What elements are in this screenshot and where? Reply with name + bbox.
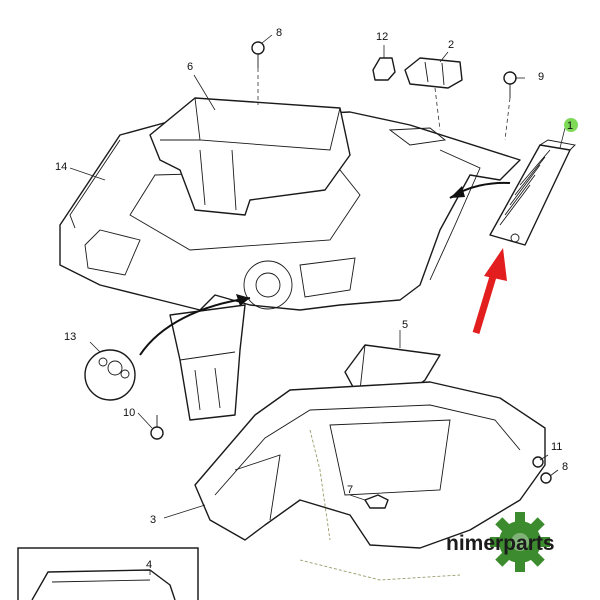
part-8-screw-top <box>251 41 265 68</box>
assembly-arrows <box>139 181 511 356</box>
callout-9: 9 <box>538 71 544 83</box>
callout-8-top: 8 <box>276 27 282 39</box>
part-6-shroud <box>149 97 351 216</box>
part-8-screw-right <box>540 472 552 484</box>
callout-12: 12 <box>376 31 388 43</box>
part-9-screw <box>503 71 517 98</box>
part-11-clip <box>532 456 544 468</box>
column-support <box>169 304 246 421</box>
callout-2: 2 <box>448 39 454 51</box>
part-2-retainer <box>404 57 463 89</box>
part-7-bracket <box>364 494 389 509</box>
callout-4: 4 <box>146 559 152 571</box>
gear-icon <box>490 512 550 572</box>
part-13-hub-ring <box>84 349 136 401</box>
leader-lines <box>69 34 566 575</box>
callout-5: 5 <box>402 319 408 331</box>
part-3-lower-tray <box>194 381 546 581</box>
red-pointer-arrow <box>472 248 507 335</box>
brand-name: nimerparts <box>446 532 555 555</box>
callout-6: 6 <box>187 61 193 73</box>
callout-14: 14 <box>55 161 67 173</box>
part-4-inset <box>17 547 199 600</box>
callout-7: 7 <box>347 484 353 496</box>
part-12-clip <box>372 57 396 81</box>
highlight-marker <box>564 118 578 132</box>
callout-3: 3 <box>150 514 156 526</box>
callout-8-right: 8 <box>562 461 568 473</box>
part-1-vent-grille <box>489 139 576 246</box>
alignment-lines <box>257 68 511 141</box>
callout-1: 1 <box>567 120 573 132</box>
part-10-bolt <box>150 415 164 440</box>
watermark: nimerparts <box>446 512 555 572</box>
callout-11: 11 <box>551 441 562 453</box>
callout-13: 13 <box>64 331 76 343</box>
callout-10: 10 <box>123 407 135 419</box>
